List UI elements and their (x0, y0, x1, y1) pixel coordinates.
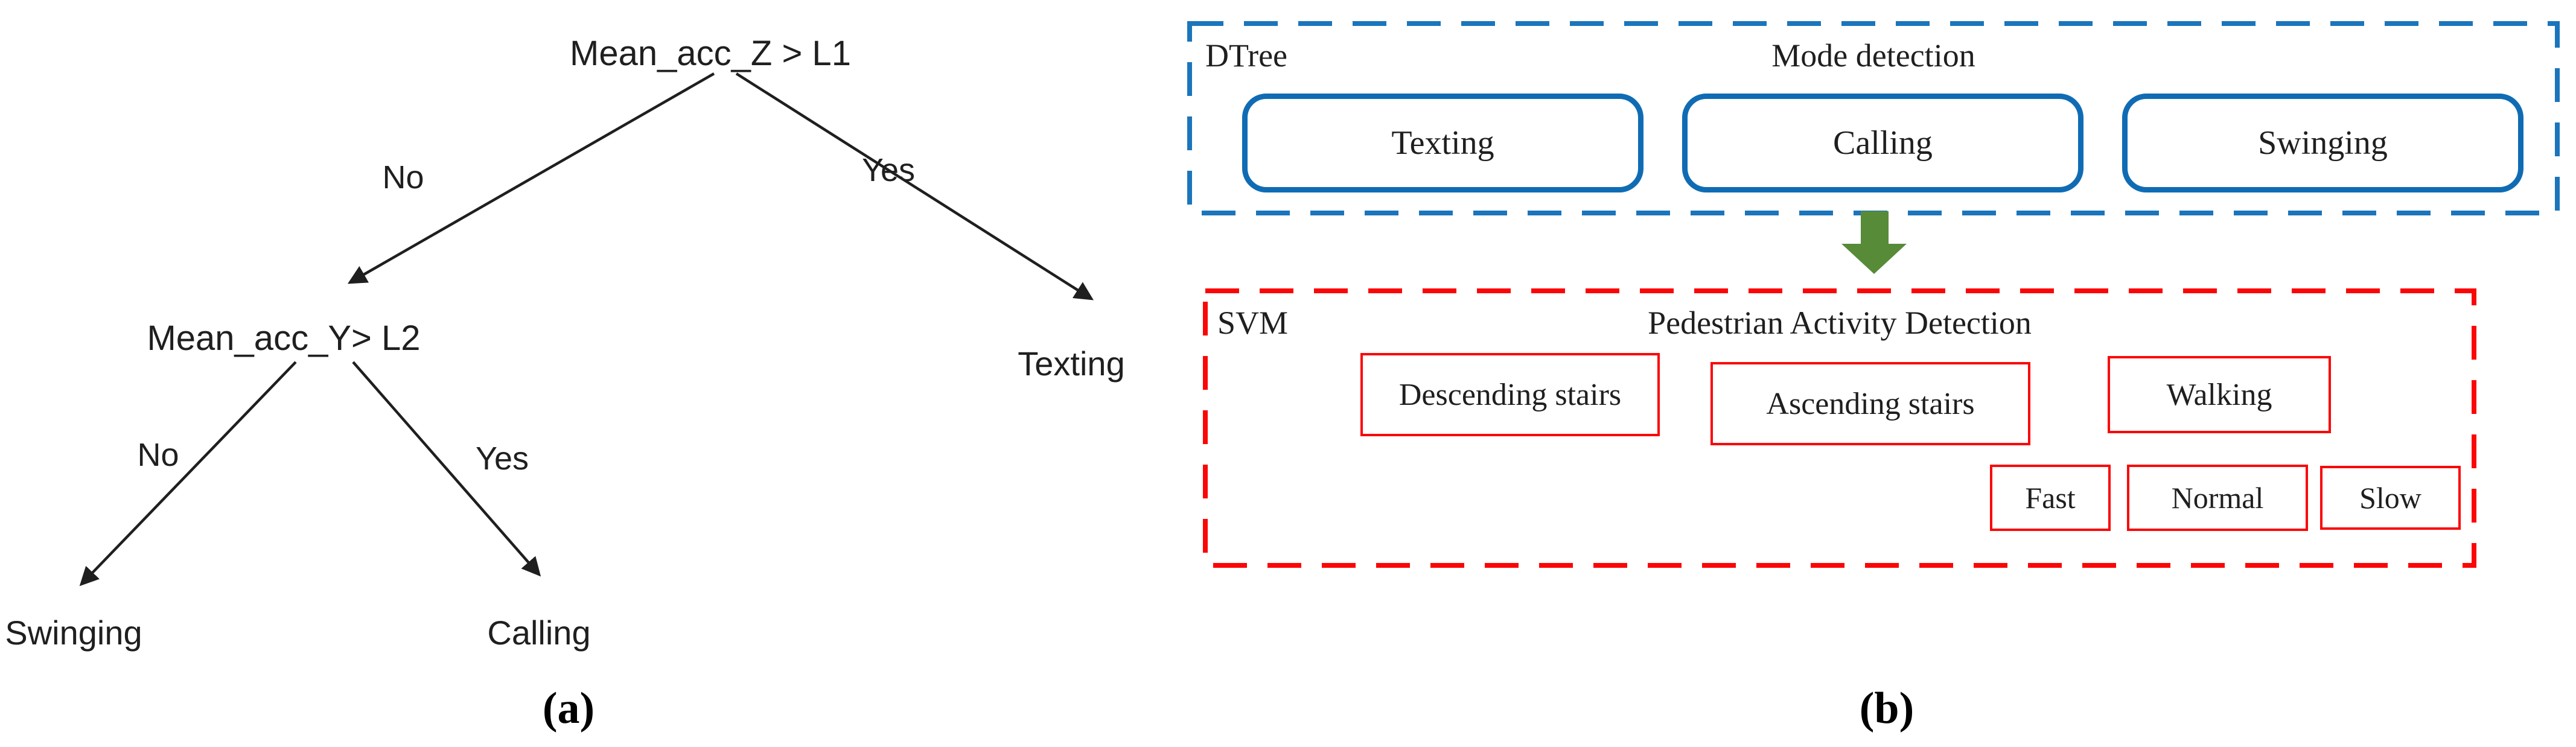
dtree-panel: DTree Mode detection Texting Calling Swi… (1187, 21, 2560, 215)
speed-box-fast: Fast (1990, 465, 2111, 531)
speed-box-normal-label: Normal (2171, 481, 2264, 515)
svm-label: SVM (1217, 305, 1289, 341)
speed-box-slow-label: Slow (2359, 481, 2421, 515)
dtree-label: DTree (1205, 37, 1288, 74)
tree-leaf-swinging: Swinging (5, 614, 142, 652)
activity-box-descending-stairs: Descending stairs (1360, 353, 1660, 436)
pedestrian-activity-title: Pedestrian Activity Detection (1648, 305, 2032, 341)
caption-a: (a) (542, 684, 595, 733)
caption-b: (b) (1859, 684, 1914, 733)
speed-box-slow: Slow (2320, 466, 2461, 530)
svm-panel-dashed-border (1203, 288, 2476, 568)
down-arrow-icon (1841, 211, 1907, 274)
activity-box-descending-stairs-label: Descending stairs (1398, 377, 1622, 412)
activity-box-ascending-stairs-label: Ascending stairs (1766, 386, 1975, 421)
tree-edge-node2-no (79, 361, 297, 586)
tree-branch-label-no-1: No (382, 159, 424, 195)
decision-tree-diagram: Mean_acc_Z > L1 No Yes Mean_acc_Y> L2 No… (5, 34, 1124, 652)
mode-box-swinging-label: Swinging (2258, 124, 2388, 162)
mode-box-calling-label: Calling (1833, 124, 1933, 162)
activity-box-walking: Walking (2108, 356, 2331, 433)
tree-leaf-calling: Calling (487, 614, 590, 652)
tree-edge-root-yes (735, 72, 1094, 300)
tree-node2-label: Mean_acc_Y> L2 (147, 319, 420, 358)
activity-box-walking-label: Walking (2166, 377, 2272, 412)
activity-box-ascending-stairs: Ascending stairs (1710, 362, 2030, 445)
tree-branch-label-no-2: No (137, 437, 179, 473)
mode-box-swinging: Swinging (2122, 94, 2523, 192)
tree-root-node-label: Mean_acc_Z > L1 (570, 34, 851, 73)
svm-panel: SVM Pedestrian Activity Detection Descen… (1203, 288, 2476, 568)
mode-box-calling: Calling (1682, 94, 2083, 192)
mode-box-texting-label: Texting (1391, 124, 1494, 162)
mode-detection-title: Mode detection (1771, 37, 1975, 74)
tree-edge-node2-yes (352, 361, 541, 577)
tree-branch-label-yes-2: Yes (476, 440, 529, 477)
mode-box-texting: Texting (1242, 94, 1643, 192)
tree-branch-label-yes-1: Yes (862, 152, 915, 188)
speed-box-fast-label: Fast (2025, 481, 2076, 515)
speed-box-normal: Normal (2127, 465, 2308, 531)
tree-edge-root-no (347, 72, 715, 284)
tree-leaf-texting: Texting (1018, 345, 1124, 383)
